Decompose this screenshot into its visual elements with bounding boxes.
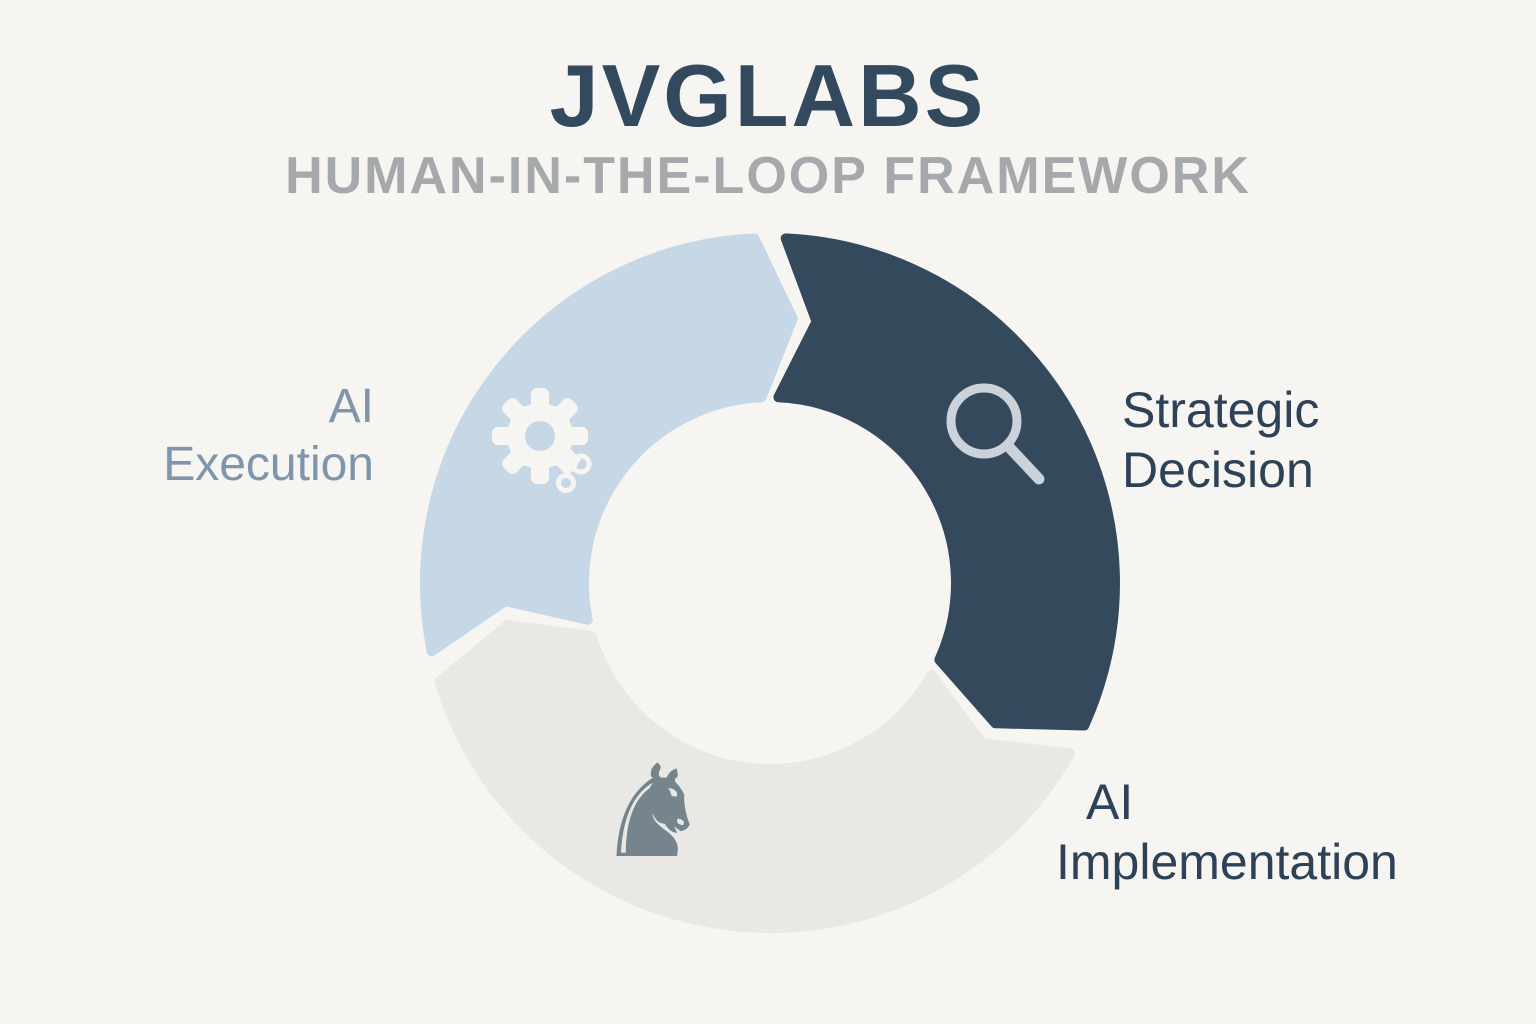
label-strategic-decision-line1: Strategic bbox=[1122, 382, 1320, 438]
label-ai-execution-line2: Execution bbox=[163, 437, 374, 491]
label-ai-implementation-line1: AI bbox=[1086, 774, 1134, 830]
label-ai-execution-line1: AI bbox=[328, 380, 374, 433]
label-strategic-decision: Strategic Decision bbox=[1122, 380, 1319, 500]
page-title: JVGLABS bbox=[549, 46, 987, 145]
gear-icon bbox=[492, 388, 592, 493]
magnifier-icon bbox=[946, 383, 1045, 485]
label-strategic-decision-line2: Decision bbox=[1122, 442, 1314, 498]
label-ai-implementation-line2: Implementation bbox=[1056, 834, 1398, 890]
knight-icon: ♞ bbox=[596, 738, 711, 887]
segment-ai-implementation bbox=[434, 620, 1075, 934]
page-subtitle: HUMAN-IN-THE-LOOP FRAMEWORK bbox=[285, 147, 1251, 205]
segment-strategic-decision bbox=[773, 233, 1120, 731]
label-ai-implementation: AI Implementation bbox=[1056, 772, 1398, 892]
label-ai-execution: AI Execution bbox=[0, 378, 374, 493]
segment-ai-execution bbox=[420, 233, 798, 657]
